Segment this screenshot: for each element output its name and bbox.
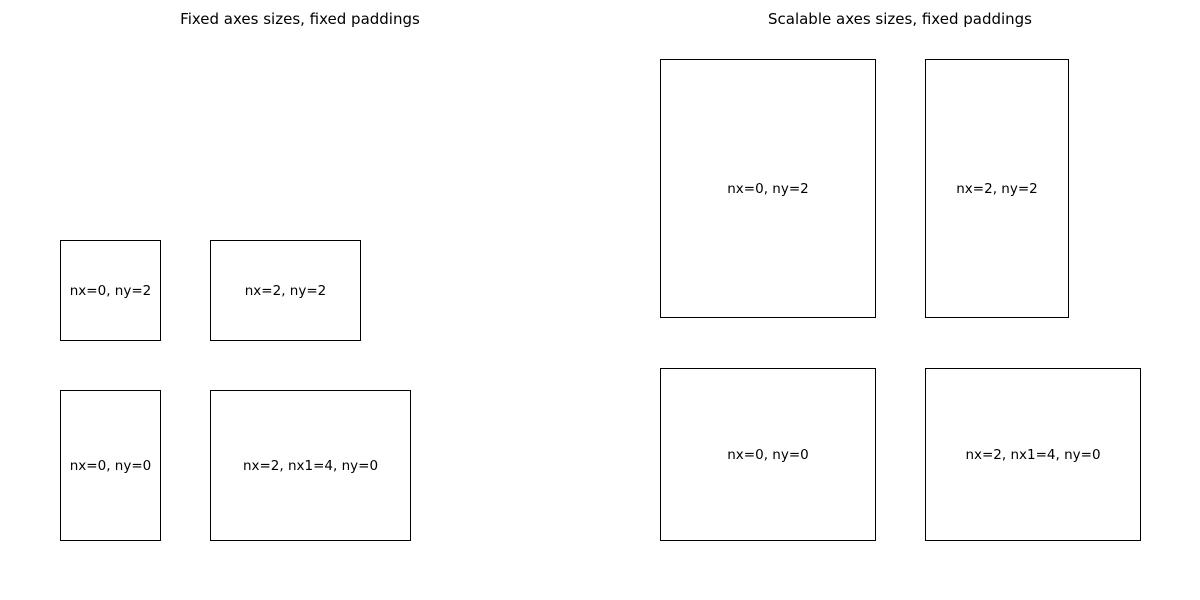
right-axes-nx0-ny2: nx=0, ny=2 (660, 59, 876, 318)
axes-label: nx=0, ny=0 (727, 446, 809, 463)
axes-label: nx=2, ny=2 (956, 180, 1038, 197)
axes-label: nx=0, ny=2 (727, 180, 809, 197)
left-axes-nx0-ny0: nx=0, ny=0 (60, 390, 161, 541)
left-axes-nx0-ny2: nx=0, ny=2 (60, 240, 161, 341)
axes-label: nx=2, nx1=4, ny=0 (242, 457, 379, 474)
right-axes-nx2-nx1-4-ny0: nx=2, nx1=4, ny=0 (925, 368, 1141, 541)
axes-label: nx=0, ny=2 (69, 282, 152, 299)
axes-label: nx=0, ny=0 (69, 457, 152, 474)
left-axes-nx2-nx1-4-ny0: nx=2, nx1=4, ny=0 (210, 390, 411, 541)
left-axes-nx2-ny2: nx=2, ny=2 (210, 240, 361, 341)
axes-label: nx=2, nx1=4, ny=0 (965, 446, 1101, 463)
right-panel-title: Scalable axes sizes, fixed paddings (767, 10, 1033, 28)
left-panel-title: Fixed axes sizes, fixed paddings (180, 10, 420, 28)
right-axes-nx0-ny0: nx=0, ny=0 (660, 368, 876, 541)
right-axes-nx2-ny2: nx=2, ny=2 (925, 59, 1069, 318)
axes-label: nx=2, ny=2 (244, 282, 327, 299)
